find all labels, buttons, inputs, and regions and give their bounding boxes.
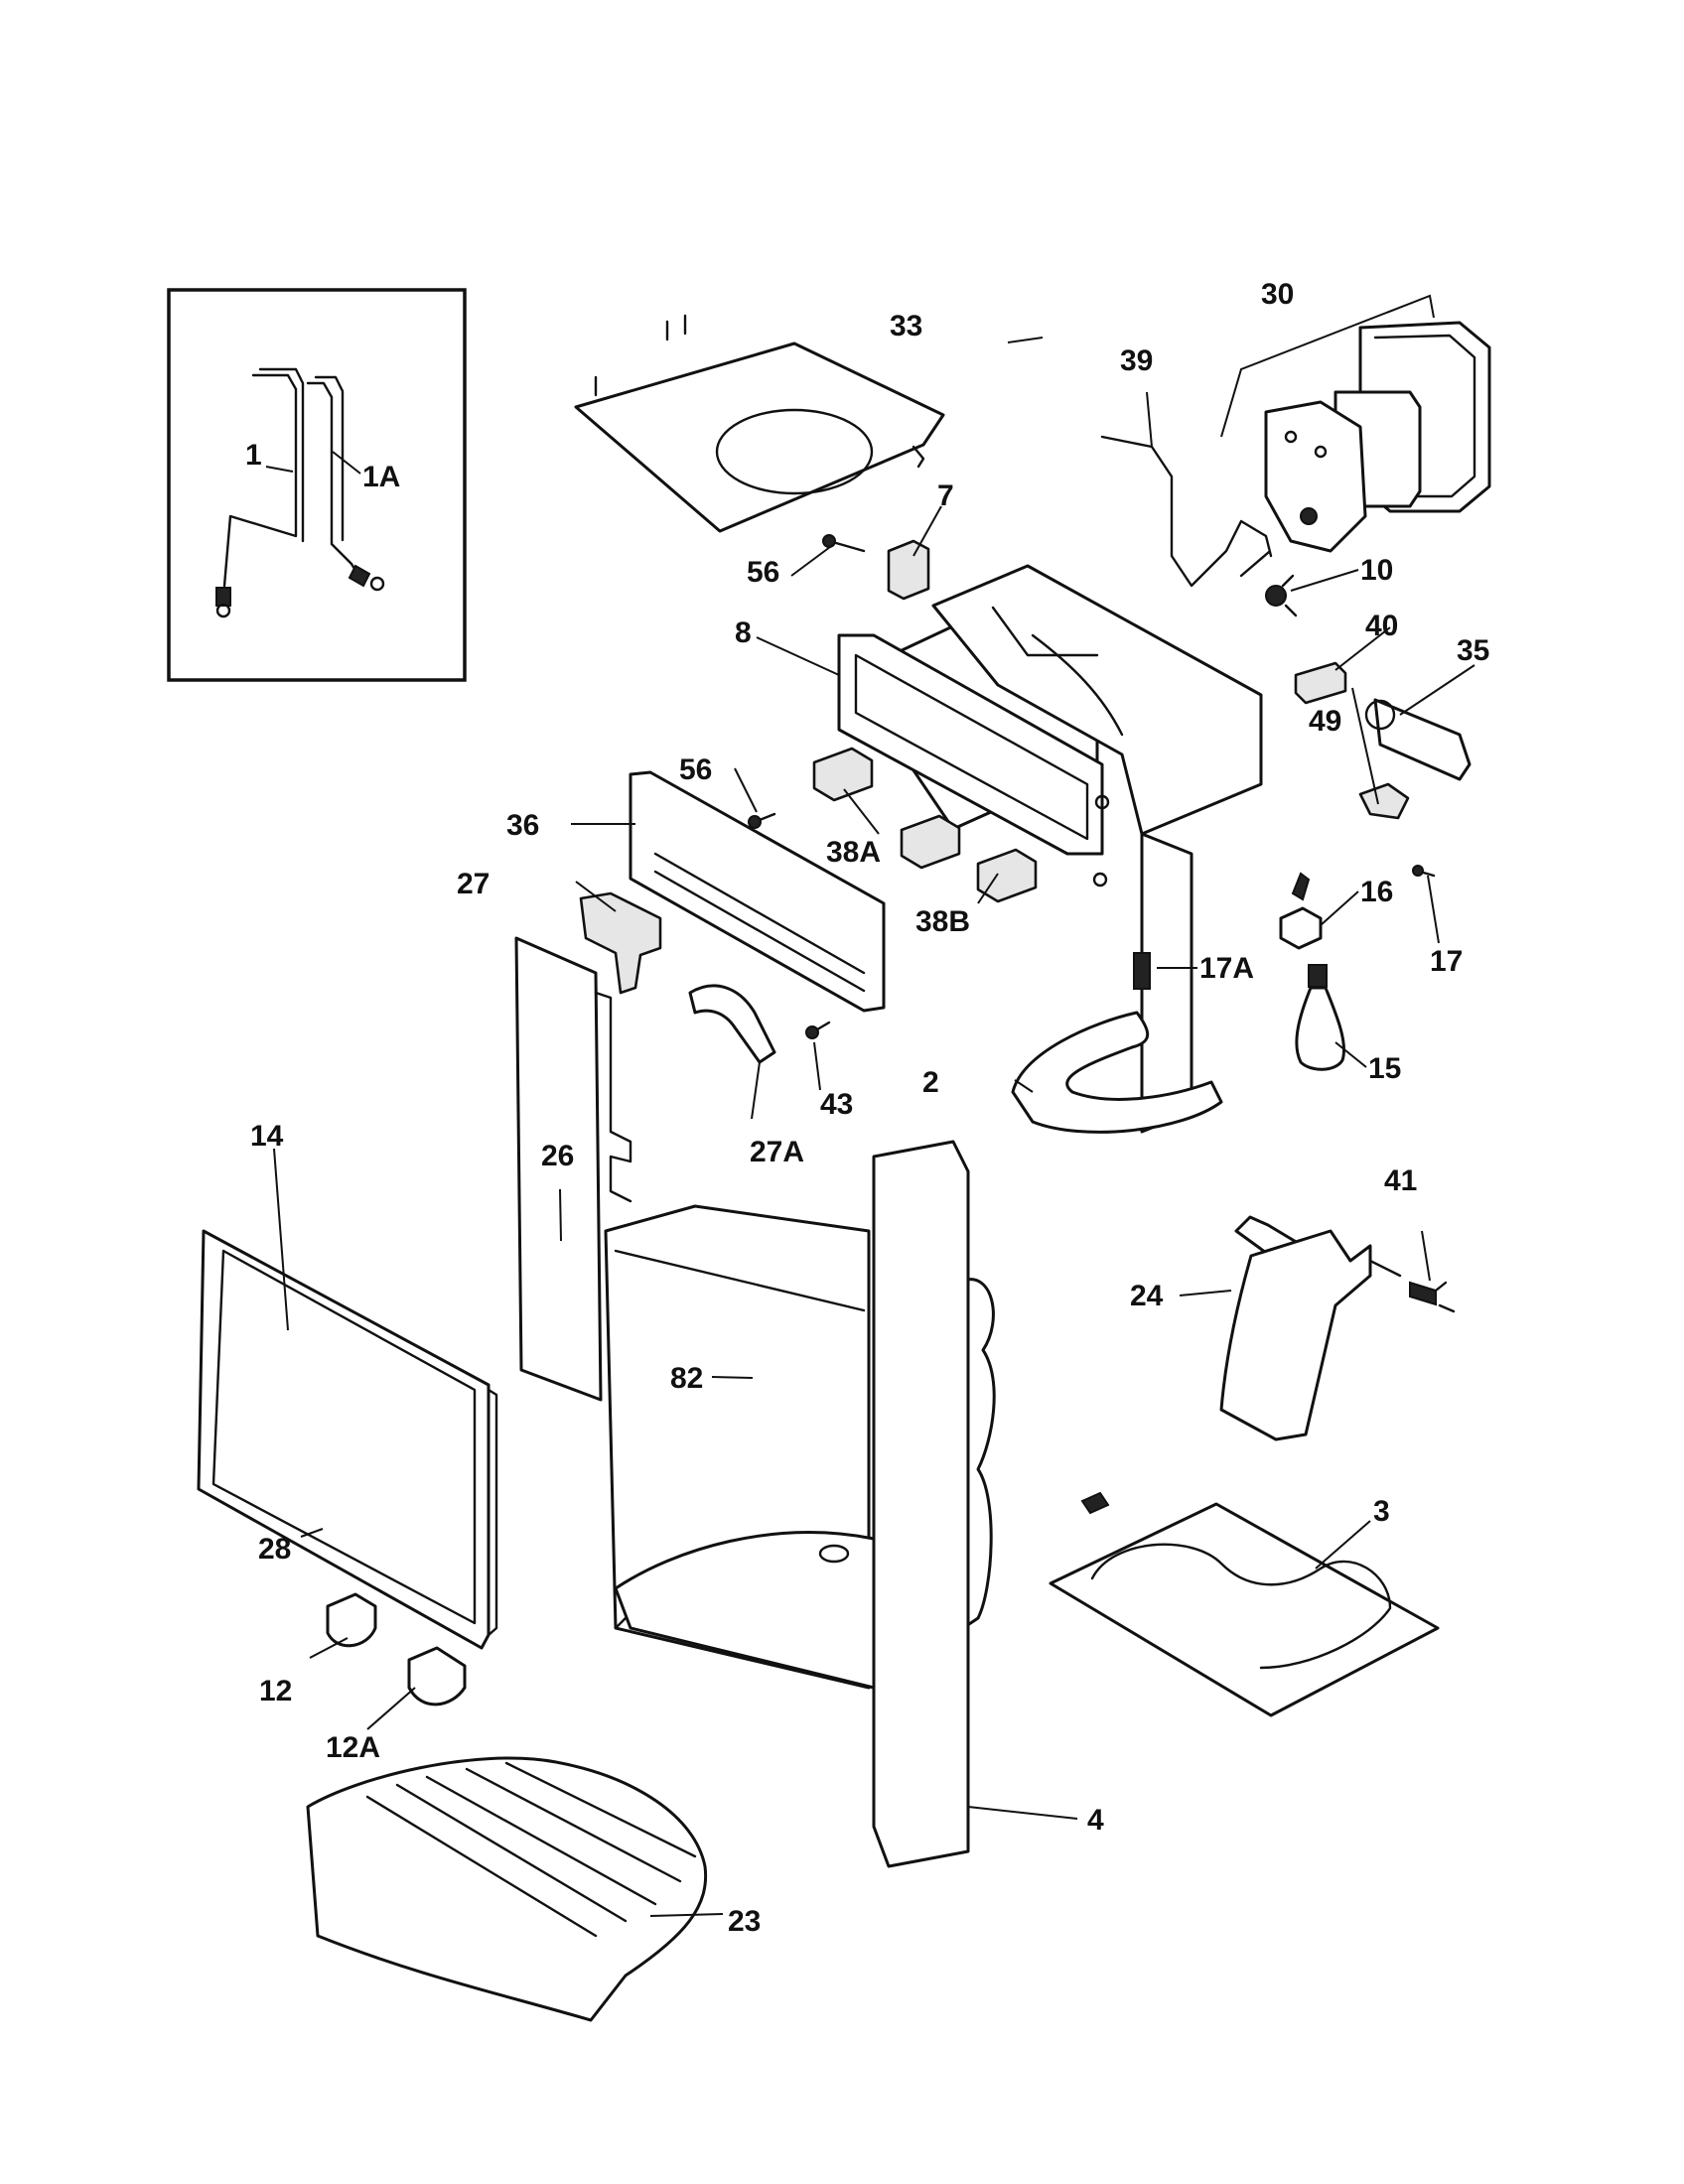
control-panel-bracket: [629, 770, 886, 1013]
callout-49: 49: [1309, 705, 1341, 738]
callout-15: 15: [1368, 1052, 1401, 1085]
lamp-bulb-15: [1295, 964, 1345, 1071]
callout-12A: 12A: [326, 1731, 380, 1764]
callout-38A: 38A: [826, 836, 881, 869]
callout-56-upper: 56: [747, 556, 779, 589]
wire-harness-1: [215, 367, 305, 618]
spring-10: [1265, 574, 1298, 617]
callout-56-lower: 56: [679, 753, 712, 786]
callout-7: 7: [937, 479, 954, 512]
arm-27A: [688, 984, 776, 1064]
actuator-wire: [1100, 435, 1273, 588]
callout-38B: 38B: [915, 905, 970, 938]
callout-82: 82: [670, 1362, 703, 1395]
callout-17: 17: [1430, 945, 1463, 978]
callout-36: 36: [506, 809, 539, 842]
lamp-socket-35: [1364, 698, 1472, 781]
callout-27A: 27A: [750, 1136, 804, 1168]
callout-2: 2: [922, 1066, 939, 1099]
callout-41: 41: [1384, 1164, 1417, 1197]
callout-labels: 1 1A 2 3 4 7 8 10 12 12A 14 15 16 17 17A…: [245, 278, 1489, 1938]
wire-harness-1A: [306, 375, 385, 592]
callout-43: 43: [820, 1088, 853, 1121]
callout-14: 14: [250, 1120, 284, 1153]
callout-23: 23: [728, 1905, 761, 1938]
callout-24: 24: [1130, 1280, 1164, 1312]
callout-12: 12: [259, 1675, 292, 1707]
callout-28: 28: [258, 1533, 291, 1566]
callout-3: 3: [1373, 1495, 1390, 1528]
front-panel-4: [872, 1140, 970, 1868]
ring-bracket-2: [1011, 1011, 1223, 1134]
callout-4: 4: [1087, 1804, 1104, 1837]
top-cover-plate: [574, 314, 945, 533]
drip-tray-23: [306, 1756, 708, 2022]
callout-1: 1: [245, 439, 262, 472]
inset-wire-harness-panel: [167, 288, 467, 682]
callout-33: 33: [890, 310, 922, 342]
callout-40: 40: [1365, 610, 1398, 642]
cabinet-body: [604, 1204, 996, 1690]
clip-27: [579, 891, 662, 995]
callout-35: 35: [1457, 634, 1489, 667]
cap-12A: [407, 1646, 467, 1706]
callout-30: 30: [1261, 278, 1294, 311]
dispenser-chute-housing: [837, 564, 1263, 1134]
callout-39: 39: [1120, 344, 1153, 377]
motor-assembly: [1220, 294, 1491, 553]
callout-27: 27: [457, 868, 490, 900]
leader-lines: [265, 337, 1475, 1917]
spring-41: [1409, 1281, 1456, 1313]
callout-26: 26: [541, 1140, 574, 1172]
callout-1A: 1A: [362, 461, 400, 493]
callout-8: 8: [735, 616, 752, 649]
knob-16: [1279, 872, 1323, 950]
callout-10: 10: [1360, 554, 1393, 587]
micro-switches: [812, 539, 1038, 903]
left-side-frame: [514, 936, 632, 1402]
door-frame-14: [197, 1229, 498, 1650]
solenoid-40: [1294, 661, 1347, 705]
cap-12: [326, 1592, 377, 1648]
switch-49: [1358, 782, 1410, 820]
callout-16: 16: [1360, 876, 1393, 908]
heater-element-3: [1049, 1491, 1440, 1717]
dispenser-paddle-24: [1219, 1215, 1402, 1441]
callout-17A: 17A: [1199, 952, 1254, 985]
